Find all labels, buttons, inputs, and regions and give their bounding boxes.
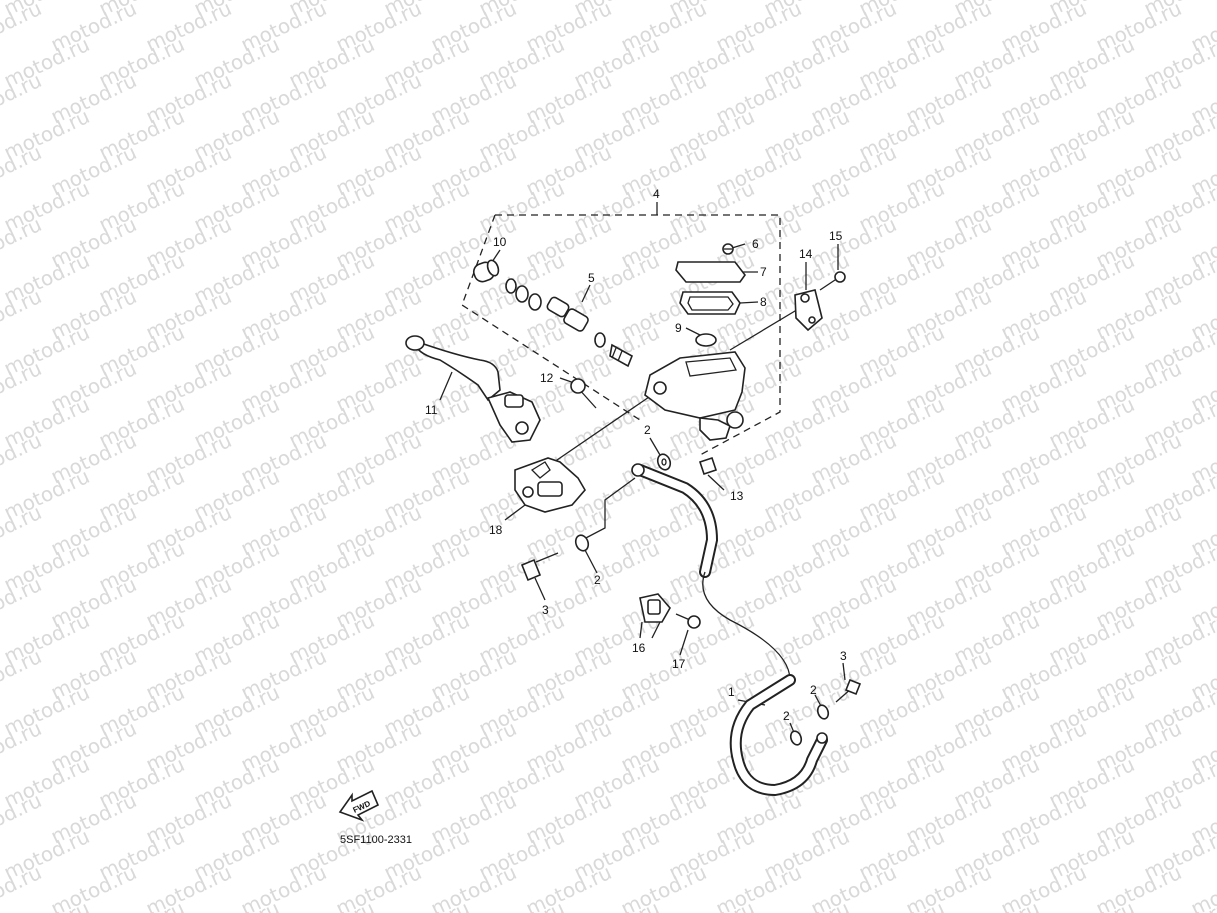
- callout-14: 14: [799, 247, 813, 261]
- callout-7: 7: [760, 265, 767, 279]
- callout-2-lower: 2: [594, 573, 601, 587]
- part-2-washers-right: [789, 704, 830, 746]
- leader-lines: [439, 243, 846, 736]
- part-11-lever: [405, 335, 541, 443]
- part-2-washer-lower: [574, 534, 590, 552]
- watermark-text: motod.ru: [522, 860, 615, 913]
- watermark-text: motod.ru: [807, 860, 900, 913]
- assembly-boundary: [461, 202, 781, 456]
- part-12-pivot-bolt: [570, 378, 597, 409]
- callout-18: 18: [489, 523, 503, 537]
- part-7-cap: [675, 261, 746, 283]
- callout-8: 8: [760, 295, 767, 309]
- callout-1: 1: [728, 685, 735, 699]
- callout-3-left: 3: [542, 603, 549, 617]
- callout-5: 5: [588, 271, 595, 285]
- callout-6: 6: [752, 237, 759, 251]
- callout-11: 11: [425, 403, 438, 417]
- part-13-cap: [698, 456, 718, 476]
- diagram-code: 5SF1100-2331: [340, 834, 412, 846]
- callout-13: 13: [730, 489, 744, 503]
- callout-12: 12: [540, 371, 554, 385]
- callout-4: 4: [653, 187, 660, 201]
- watermark-text: motod.ru: [997, 860, 1090, 913]
- watermark-text: motod.ru: [617, 860, 710, 913]
- callout-9: 9: [675, 321, 682, 335]
- watermark-text: motod.ru: [237, 860, 330, 913]
- callout-3-right: 3: [840, 649, 847, 663]
- part-9-plate: [695, 333, 717, 347]
- watermark-text: motod.ru: [1092, 860, 1185, 913]
- callout-16: 16: [632, 641, 646, 655]
- master-cylinder-body: [644, 351, 746, 441]
- watermark-text: motod.ru: [427, 860, 520, 913]
- part-10-boot: [472, 259, 500, 283]
- callout-17: 17: [672, 657, 686, 671]
- part-1-hose: [631, 463, 828, 797]
- callout-2-upper: 2: [644, 423, 651, 437]
- callout-10: 10: [493, 235, 507, 249]
- part-15-bolt: [819, 271, 846, 291]
- part-16-guide: [639, 593, 671, 623]
- watermark-text: motod.ru: [902, 860, 995, 913]
- callout-15: 15: [829, 229, 843, 243]
- part-17-screw: [675, 613, 701, 629]
- watermark-text: motod.ru: [712, 860, 805, 913]
- part-14-holder: [794, 289, 823, 332]
- part-6-screw: [722, 243, 734, 255]
- part-2-washer-upper: [656, 453, 672, 471]
- callouts: 4 10 5 6 7 8 9 14 15 12 11 2 13 18 2 3 1…: [425, 187, 847, 723]
- part-3-bolt-right: [835, 678, 862, 703]
- watermark-text: motod.ru: [332, 860, 425, 913]
- part-18-clamp: [514, 457, 586, 513]
- callout-2-right-b: 2: [810, 683, 817, 697]
- watermark-text: motod.ru: [0, 0, 45, 57]
- part-8-diaphragm: [679, 291, 741, 315]
- part-5-piston-kit: [505, 278, 634, 368]
- fwd-arrow-icon: FWD: [338, 789, 380, 822]
- watermark-text: motod.ru: [142, 860, 235, 913]
- part-3-bolt-left: [520, 552, 559, 582]
- callout-2-right-a: 2: [783, 709, 790, 723]
- watermark-text: motod.ru: [47, 860, 140, 913]
